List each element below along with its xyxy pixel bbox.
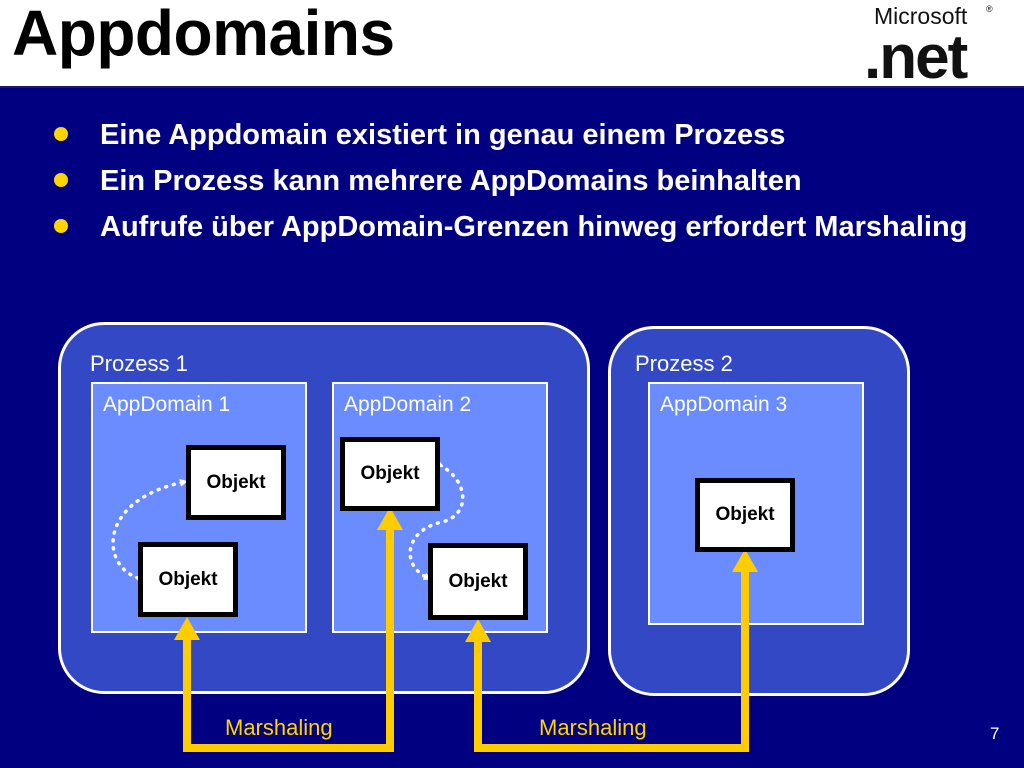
logo-brand-text: Microsoft [874,3,968,29]
object-box: Objekt [428,543,528,620]
marshaling-label-left: Marshaling [225,715,333,740]
object-box: Objekt [138,542,238,617]
process-2-label: Prozess 2 [635,351,733,376]
bullet-dot-icon [54,173,68,187]
marshaling-arrow-left [174,507,403,752]
bullet-list: Eine Appdomain existiert in genau einem … [52,118,982,256]
bullet-item: Ein Prozess kann mehrere AppDomains bein… [52,164,982,198]
bullet-dot-icon [54,219,68,233]
logo-product-text: .net [864,23,968,84]
page-number: 7 [990,724,1000,743]
bullet-text: Ein Prozess kann mehrere AppDomains bein… [100,165,802,197]
slide-header: Appdomains Microsoft ® .net [0,0,1024,86]
appdomain-2-label: AppDomain 2 [344,393,472,416]
appdomain-3-label: AppDomain 3 [660,393,788,416]
bullet-item: Aufrufe über AppDomain-Grenzen hinweg er… [52,210,982,244]
microsoft-net-logo: Microsoft ® .net [864,3,993,84]
bullet-item: Eine Appdomain existiert in genau einem … [52,118,982,152]
appdomain-1-label: AppDomain 1 [103,393,231,416]
bullet-text: Aufrufe über AppDomain-Grenzen hinweg er… [100,211,968,243]
object-box: Objekt [186,445,286,520]
header-divider [0,86,1024,88]
bullet-text: Eine Appdomain existiert in genau einem … [100,119,786,151]
dotted-call-arrow-appdomain-1 [111,478,188,584]
bullet-dot-icon [54,127,68,141]
object-box: Objekt [695,478,795,552]
logo-registered-mark: ® [986,4,993,14]
object-box: Objekt [340,437,440,511]
marshaling-label-right: Marshaling [539,715,647,740]
slide-title: Appdomains [12,0,395,69]
process-1-label: Prozess 1 [90,351,188,376]
marshaling-arrow-right [465,549,758,752]
